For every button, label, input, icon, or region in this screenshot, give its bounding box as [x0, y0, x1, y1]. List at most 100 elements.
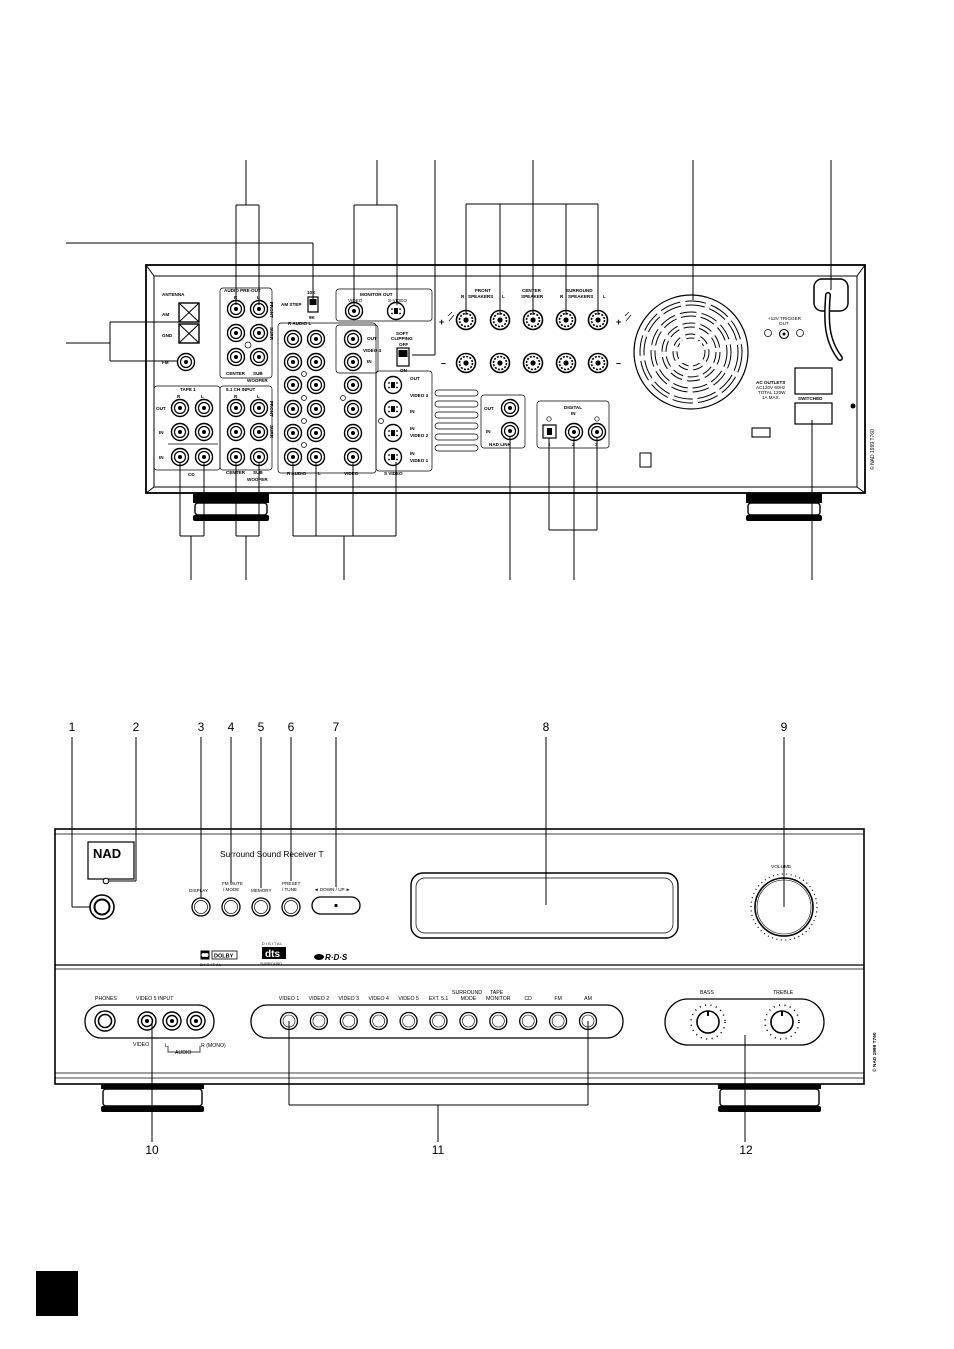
surround-r-minus-terminal[interactable]	[555, 352, 577, 374]
video3-out-svideo-jack[interactable]	[383, 375, 403, 395]
video4-out-audio-l-jack[interactable]	[306, 329, 326, 349]
source-button-3[interactable]	[369, 1011, 388, 1031]
svg-text:WOOFER: WOOFER	[247, 378, 268, 383]
fm-label: FM	[162, 360, 169, 365]
svg-text:CENTER: CENTER	[522, 288, 542, 293]
svg-text:PRESET: PRESET	[282, 881, 301, 886]
svg-text:WOOFER: WOOFER	[247, 477, 268, 482]
source-button-1[interactable]	[309, 1011, 329, 1031]
down-up-rocker[interactable]	[311, 896, 361, 915]
video3-in-svideo-jack[interactable]	[383, 399, 403, 419]
callout-8: 8	[543, 720, 550, 734]
front-r-minus-terminal[interactable]	[455, 352, 477, 374]
r-mono-label: R (MONO)	[201, 1043, 226, 1049]
monitor-svideo-out-jack[interactable]	[386, 301, 406, 321]
source-button-9[interactable]	[548, 1011, 568, 1031]
svg-text:SURROUND: SURROUND	[260, 962, 282, 966]
source-label-5: EXT. 5.1	[429, 996, 449, 1002]
svg-text:R·D·S: R·D·S	[325, 953, 348, 962]
video4-in-video-jack[interactable]	[343, 352, 363, 372]
tape1-in-r-jack[interactable]	[170, 422, 190, 442]
digital-in-2-jack[interactable]	[564, 422, 584, 442]
svg-text:IN: IN	[571, 411, 576, 416]
digital-in-1-optical[interactable]	[542, 424, 557, 439]
video2-in-audio-r-jack[interactable]	[283, 423, 303, 443]
nad-logo: NAD	[87, 841, 135, 880]
source-button-6[interactable]	[459, 1011, 478, 1031]
source-button-8[interactable]	[519, 1011, 538, 1031]
video3-in-video-jack[interactable]	[343, 399, 363, 419]
svg-text:NAD: NAD	[93, 846, 121, 861]
svg-text:TOTAL 120W: TOTAL 120W	[758, 390, 786, 395]
video3-in-audio-r-jack[interactable]	[283, 399, 303, 419]
video4-out-video-jack[interactable]	[343, 329, 363, 349]
preset-tune-button[interactable]	[281, 897, 301, 917]
tape1-out-l-jack[interactable]	[194, 398, 214, 418]
surround-l-minus-terminal[interactable]	[587, 352, 609, 374]
nad-link-section: OUT IN NAD LINK	[480, 394, 526, 449]
svg-text:SURR: SURR	[269, 327, 274, 341]
fm-mute-mode-button[interactable]	[221, 897, 241, 917]
video5-audio-r-jack[interactable]	[186, 1011, 206, 1031]
video3-in-audio-l-jack[interactable]	[306, 399, 326, 419]
source-button-7[interactable]	[489, 1011, 508, 1031]
callout-2: 2	[133, 720, 140, 734]
svg-text:S-VIDEO: S-VIDEO	[388, 298, 407, 303]
surround-label: SURROUND	[452, 990, 482, 996]
preout-surr-r-jack[interactable]	[226, 323, 246, 343]
treble-label: TREBLE	[773, 990, 794, 996]
video5-audio-l-jack[interactable]	[162, 1011, 182, 1031]
bass-knob[interactable]	[690, 1004, 726, 1040]
ac-outlet-lower[interactable]	[794, 402, 833, 425]
svg-text:/ TUNE: / TUNE	[282, 887, 297, 892]
monitor-video-out-jack[interactable]	[344, 301, 364, 321]
tape1-out-r-jack[interactable]	[170, 398, 190, 418]
svg-text:R: R	[234, 394, 238, 399]
treble-knob[interactable]	[764, 1004, 800, 1040]
video2-in-svideo-jack[interactable]	[383, 423, 403, 443]
am-terminal[interactable]	[178, 302, 200, 323]
ch51-front-r-jack[interactable]	[226, 398, 246, 418]
video4-in-audio-r-jack[interactable]	[283, 352, 303, 372]
svg-text:IN: IN	[159, 455, 164, 460]
video3-out-audio-l-jack[interactable]	[306, 375, 326, 395]
tone-controls-section: BASS TREBLE	[664, 990, 825, 1046]
memory-button[interactable]	[251, 897, 271, 917]
svg-text:SUB: SUB	[253, 470, 263, 475]
svg-text:D I G I T A L: D I G I T A L	[262, 942, 283, 946]
source-button-4[interactable]	[399, 1011, 418, 1031]
front-l-minus-terminal[interactable]	[489, 352, 511, 374]
video4-out-audio-r-jack[interactable]	[283, 329, 303, 349]
gnd-terminal[interactable]	[178, 323, 200, 344]
preout-center-jack[interactable]	[226, 347, 246, 367]
preout-surr-l-jack[interactable]	[249, 323, 269, 343]
callout-10: 10	[145, 1143, 159, 1157]
center-minus-terminal[interactable]	[522, 352, 544, 374]
ch51-front-l-jack[interactable]	[249, 398, 269, 418]
preout-subwoofer-jack[interactable]	[249, 347, 269, 367]
monitor-out-section: MONITOR OUT VIDEO S-VIDEO	[335, 288, 433, 322]
audio-preout-label: AUDIO PRE-OUT	[224, 288, 261, 293]
video5-video-jack[interactable]	[137, 1011, 157, 1031]
video2-in-audio-l-jack[interactable]	[306, 423, 326, 443]
power-button[interactable]	[89, 894, 115, 920]
source-button-5[interactable]	[429, 1011, 448, 1031]
svg-text:SURR: SURR	[269, 425, 274, 439]
phones-jack[interactable]	[94, 1010, 116, 1032]
fm-antenna-jack[interactable]	[176, 352, 196, 372]
nad-link-out-jack[interactable]	[500, 398, 520, 418]
digital-in-3-jack[interactable]	[587, 422, 607, 442]
video3-out-video-jack[interactable]	[343, 375, 363, 395]
ch51-surr-r-jack[interactable]	[226, 422, 246, 442]
tape1-in-l-jack[interactable]	[194, 422, 214, 442]
source-button-2[interactable]	[339, 1011, 358, 1031]
video3-out-audio-r-jack[interactable]	[283, 375, 303, 395]
ac-outlet-upper[interactable]	[794, 367, 833, 395]
display-button[interactable]	[191, 897, 211, 917]
video1-in-svideo-jack[interactable]	[383, 447, 403, 467]
video4-in-audio-l-jack[interactable]	[306, 352, 326, 372]
svg-text:SOFT: SOFT	[396, 331, 408, 336]
svg-text:OUT: OUT	[484, 406, 494, 411]
video2-in-video-jack[interactable]	[343, 423, 363, 443]
ch51-surr-l-jack[interactable]	[249, 422, 269, 442]
